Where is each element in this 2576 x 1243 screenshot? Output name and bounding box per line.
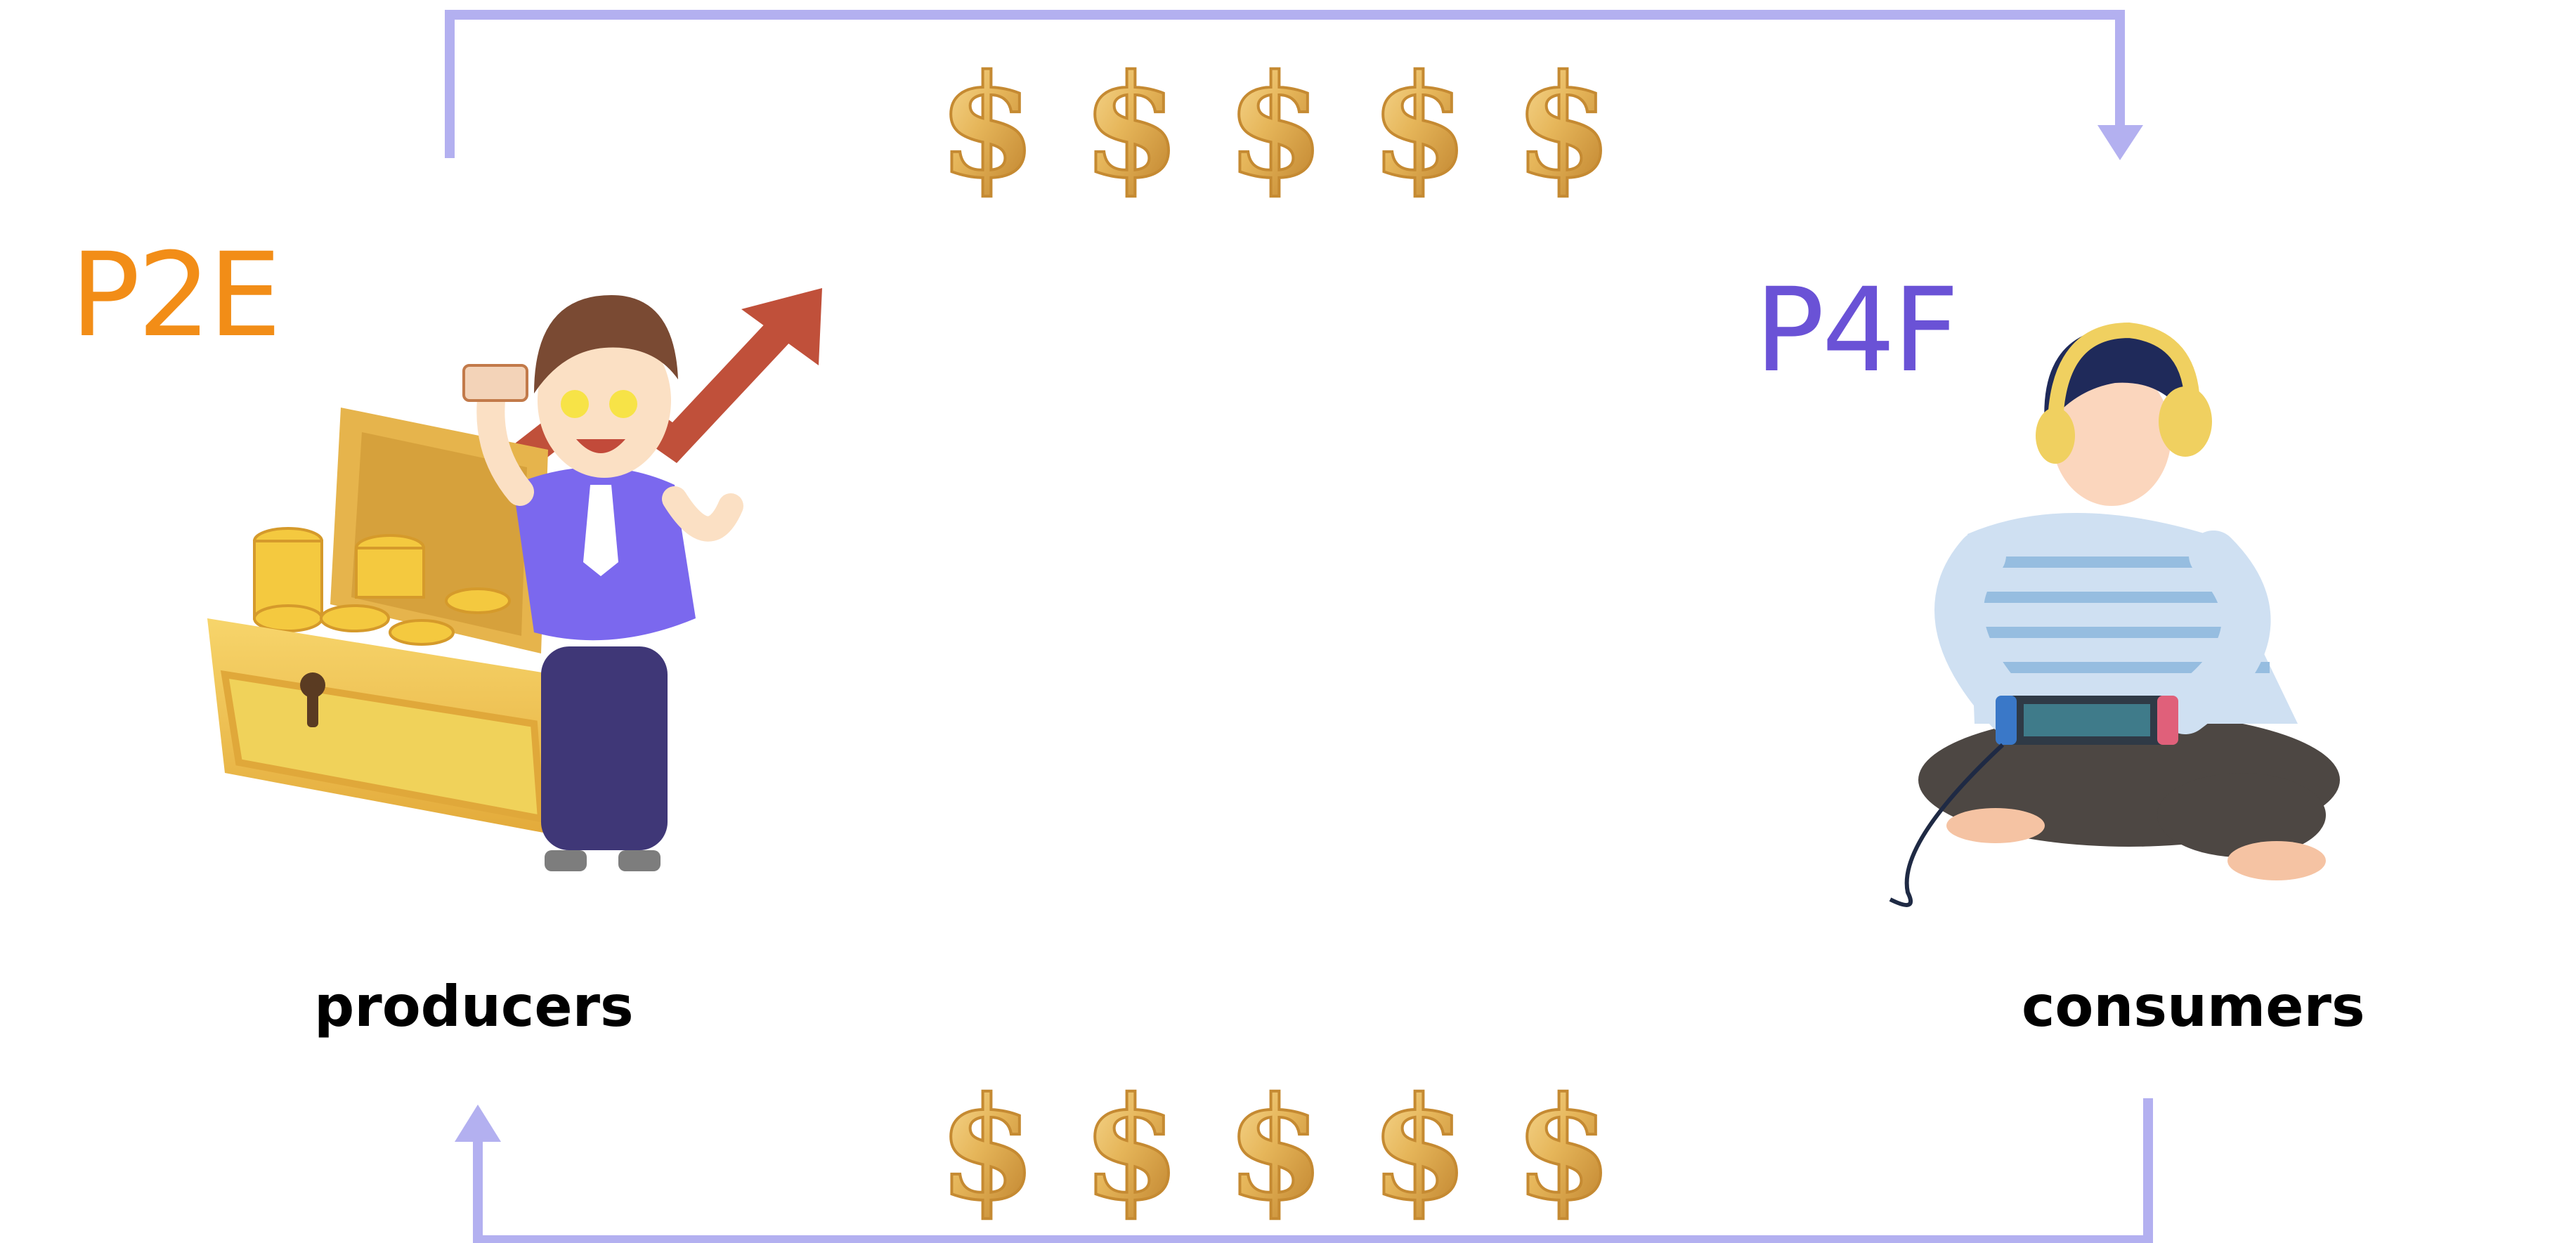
producer-illustration [207, 288, 822, 871]
top-flow-arrow [445, 10, 2143, 160]
bottom-flow-arrow [455, 1098, 2153, 1243]
top-dollar-icon-1: $ [938, 44, 1036, 209]
consumers-label: consumers [2022, 974, 2365, 1039]
p4f-label: P4F [1755, 263, 1959, 398]
top-dollar-icon-2: $ [1082, 44, 1180, 209]
bottom-dollar-icon-2: $ [1082, 1067, 1180, 1232]
p2e-label: P2E [70, 228, 282, 363]
top-dollar-icon-5: $ [1514, 44, 1612, 209]
producers-label: producers [314, 974, 634, 1039]
bottom-dollar-icon-3: $ [1226, 1067, 1324, 1232]
consumer-illustration [1889, 322, 2340, 907]
top-dollar-icon-4: $ [1370, 44, 1468, 209]
bottom-dollar-icon-5: $ [1514, 1067, 1612, 1232]
bottom-dollar-icon-1: $ [938, 1067, 1036, 1232]
bottom-dollar-icon-4: $ [1370, 1067, 1468, 1232]
top-dollar-icon-3: $ [1226, 44, 1324, 209]
